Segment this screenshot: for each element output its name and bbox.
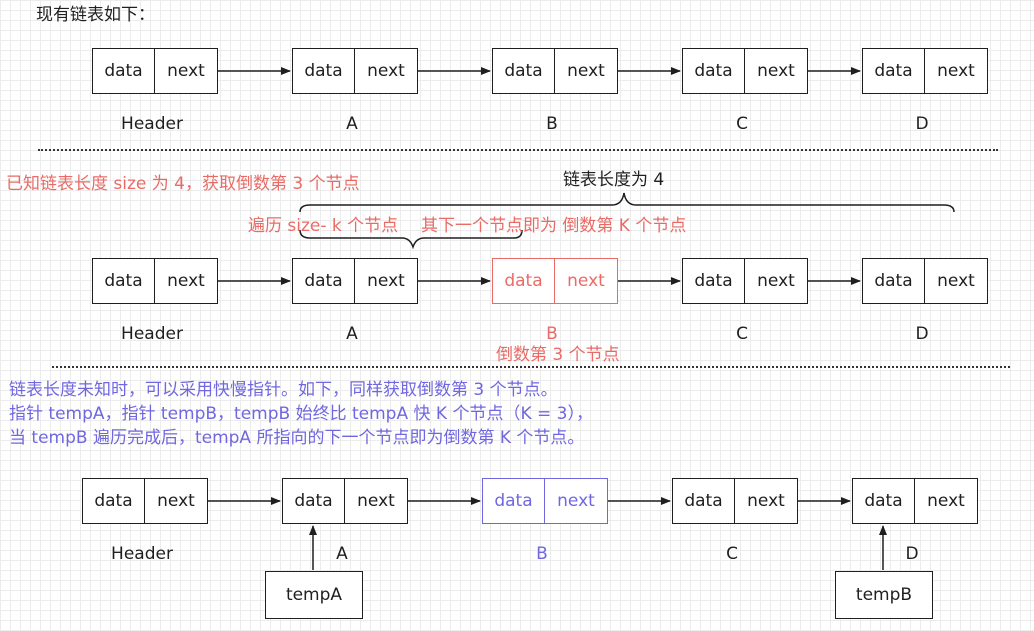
data-field: data: [293, 259, 355, 303]
next-field: next: [927, 491, 965, 511]
data-field: data: [483, 479, 545, 523]
data-field: data: [83, 479, 145, 523]
brace-traverse: [299, 229, 523, 250]
node-a: data next: [292, 258, 418, 304]
data-field: data: [493, 259, 555, 303]
data-field: data: [493, 49, 555, 93]
node-c: data next: [682, 258, 808, 304]
node-header: data next: [92, 48, 218, 94]
label-c: C: [736, 114, 748, 134]
length-label: 链表长度为 4: [563, 170, 665, 190]
data-field: data: [853, 479, 915, 523]
data-field: data: [93, 259, 155, 303]
label-b: B: [546, 324, 558, 344]
node-b-target: data next: [482, 478, 608, 524]
section-divider: [38, 149, 998, 151]
next-field: next: [167, 271, 205, 291]
next-field: next: [937, 271, 975, 291]
node-c: data next: [682, 48, 808, 94]
data-field: data: [673, 479, 735, 523]
label-header: Header: [121, 114, 183, 134]
node-header: data next: [82, 478, 208, 524]
section-divider: [52, 366, 1010, 368]
label-b: B: [546, 114, 558, 134]
data-field: data: [683, 49, 745, 93]
node-header: data next: [92, 258, 218, 304]
node-d: data next: [862, 48, 988, 94]
data-field: data: [863, 259, 925, 303]
next-field: next: [367, 61, 405, 81]
next-field: next: [567, 271, 605, 291]
node-a: data next: [292, 48, 418, 94]
next-field: next: [357, 491, 395, 511]
pointer-tempa: tempA: [265, 571, 363, 619]
label-header: Header: [121, 324, 183, 344]
next-field: next: [367, 271, 405, 291]
node-c: data next: [672, 478, 798, 524]
label-header: Header: [111, 544, 173, 564]
next-field: next: [557, 491, 595, 511]
intro-text: 现有链表如下：: [36, 5, 155, 25]
node-a: data next: [282, 478, 408, 524]
next-field: next: [937, 61, 975, 81]
data-field: data: [93, 49, 155, 93]
next-field: next: [167, 61, 205, 81]
next-field: next: [757, 61, 795, 81]
traverse-label: 遍历 size- k 个节点: [248, 216, 399, 236]
label-c: C: [726, 544, 738, 564]
data-field: data: [293, 49, 355, 93]
label-d: D: [915, 324, 929, 344]
label-b: B: [536, 544, 548, 564]
label-a: A: [346, 114, 358, 134]
explanation-line-2: 指针 tempA，指针 tempB，tempB 始终比 tempA 快 K 个节…: [9, 404, 593, 424]
target-label: 倒数第 3 个节点: [496, 345, 620, 365]
node-b-target: data next: [492, 258, 618, 304]
label-d: D: [905, 544, 919, 564]
label-c: C: [736, 324, 748, 344]
label-a: A: [346, 324, 358, 344]
explanation-line-3: 当 tempB 遍历完成后，tempA 所指向的下一个节点即为倒数第 K 个节点…: [9, 428, 585, 448]
next-field: next: [157, 491, 195, 511]
node-d: data next: [852, 478, 978, 524]
next-field: next: [567, 61, 605, 81]
data-field: data: [283, 479, 345, 523]
data-field: data: [863, 49, 925, 93]
node-b: data next: [492, 48, 618, 94]
pointer-tempb: tempB: [835, 571, 933, 619]
label-a: A: [336, 544, 348, 564]
node-d: data next: [862, 258, 988, 304]
next-node-label: 其下一个节点即为 倒数第 K 个节点: [421, 216, 687, 236]
explanation-line-1: 链表长度未知时，可以采用快慢指针。如下，同样获取倒数第 3 个节点。: [9, 380, 558, 400]
brace-list-length: [299, 192, 955, 213]
data-field: data: [683, 259, 745, 303]
label-d: D: [915, 114, 929, 134]
next-field: next: [747, 491, 785, 511]
question-text: 已知链表长度 size 为 4，获取倒数第 3 个节点: [6, 174, 360, 194]
next-field: next: [757, 271, 795, 291]
